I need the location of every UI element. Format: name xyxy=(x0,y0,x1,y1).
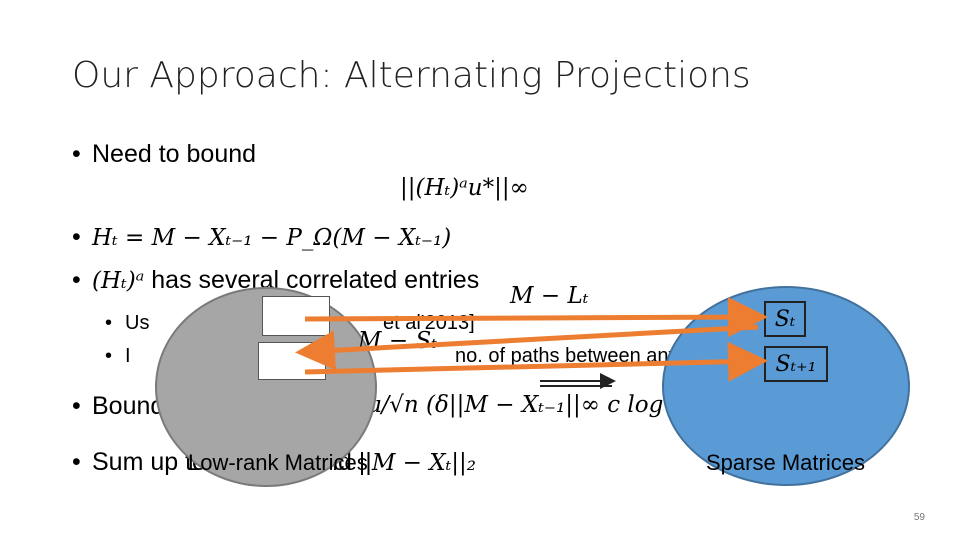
sub-bullet-1: • Us xyxy=(105,312,149,335)
bullet-h-definition: • Hₜ = M − Xₜ₋₁ − P_Ω(M − Xₜ₋₁) xyxy=(72,223,451,252)
s-t-box: Sₜ xyxy=(764,301,806,337)
bullet-text: Need to bound xyxy=(92,140,257,168)
bullet-dot: • xyxy=(72,448,81,476)
bullet-dot: • xyxy=(72,140,81,168)
sub-bullet-2: •I xyxy=(105,345,131,368)
bullet-text: has several correlated entries xyxy=(151,266,480,294)
sum-norm-math: M − Xₜ||₂ xyxy=(371,450,477,476)
bullet-dot: • xyxy=(72,392,81,420)
page-number: 59 xyxy=(913,512,925,523)
arrow-project-to-sparse-next xyxy=(304,341,768,382)
arrow-project-to-sparse xyxy=(304,297,768,338)
bullet-dot: • xyxy=(72,266,81,294)
bullet-dot: • xyxy=(72,223,81,251)
m-minus-l-label: M − Lₜ xyxy=(510,283,589,309)
sub-bullet-text: Us xyxy=(125,312,150,334)
norm-expression: ||(Hₜ)ᵃu*||∞ xyxy=(400,175,529,201)
arrow-project-to-lowrank xyxy=(295,324,759,371)
h-definition-math: Hₜ = M − Xₜ₋₁ − P_Ω(M − Xₜ₋₁) xyxy=(92,225,452,251)
bullet-bound: • Bound xyxy=(72,392,164,421)
h-power-math: (Hₜ)ᵃ xyxy=(92,268,145,294)
embedded-thumbnail-1 xyxy=(262,296,330,336)
sub-bullet-text: I xyxy=(125,345,131,367)
sub-bullet-dot: • xyxy=(105,312,113,334)
slide-title: Our Approach: Alternating Projections xyxy=(72,55,751,96)
bullet-need-to-bound: • Need to bound xyxy=(72,140,256,169)
bound-expression: ≤ μ/√n (δ||M − Xₜ₋₁||∞ c log n) xyxy=(340,392,695,418)
low-rank-label: Low-rank Matrices xyxy=(188,450,368,475)
bullet-correlated-entries: • (Hₜ)ᵃ has several correlated entries xyxy=(72,266,479,295)
sparse-label: Sparse Matrices xyxy=(706,450,865,475)
bullet-text: Bound xyxy=(92,392,165,420)
sub-bullet-dot: • xyxy=(105,345,113,367)
